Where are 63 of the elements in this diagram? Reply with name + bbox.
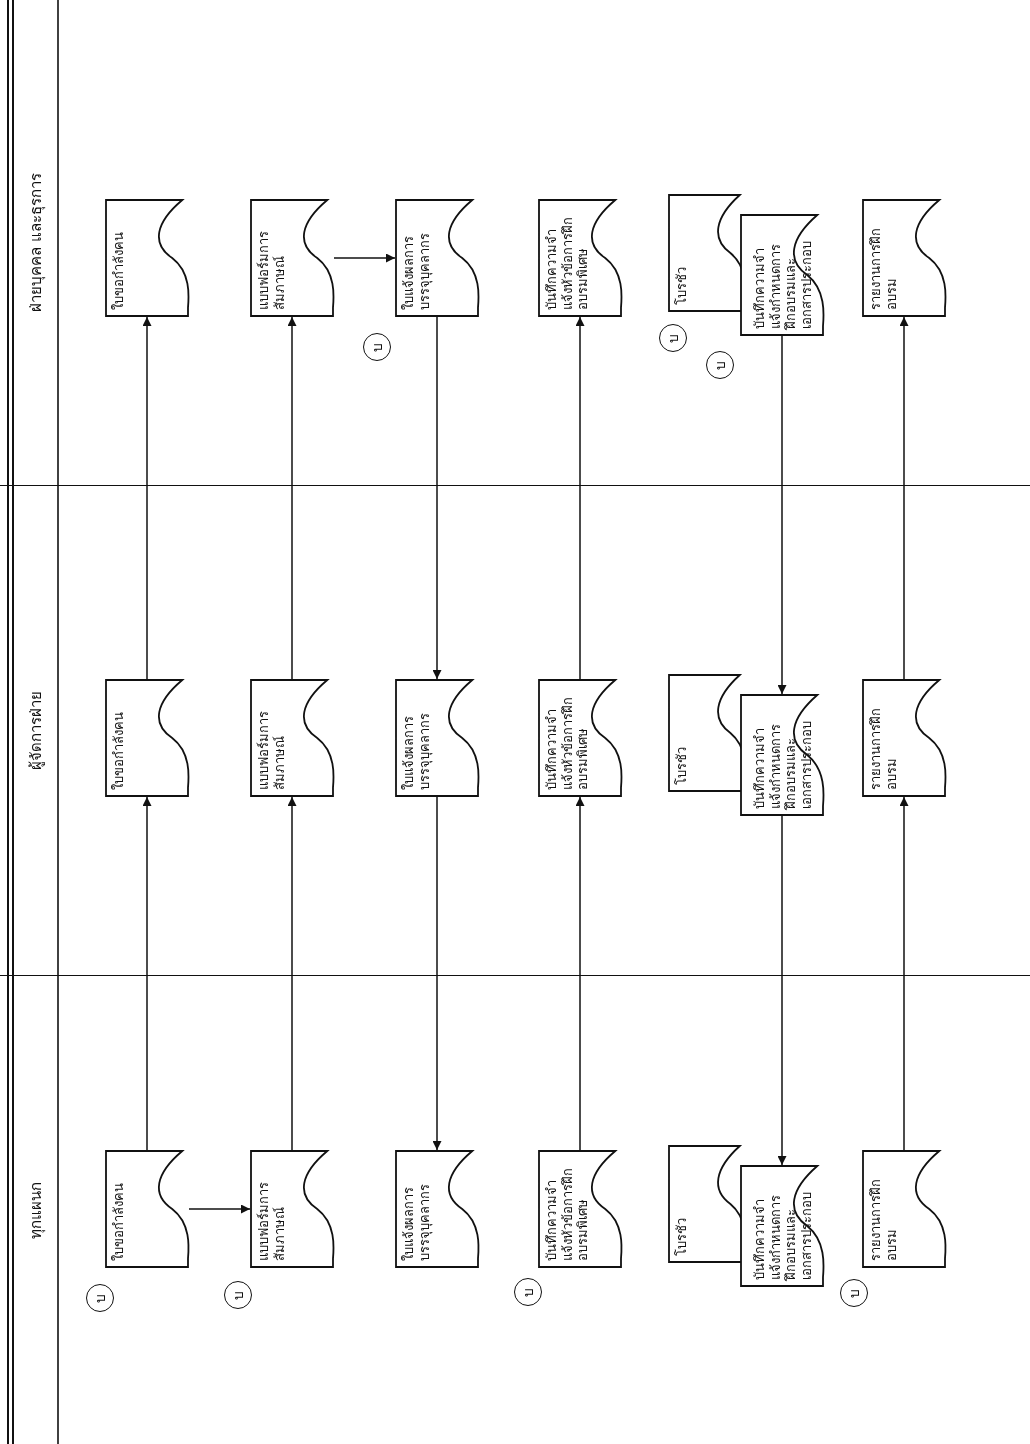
document-label: รายงานการฝึกอบรม bbox=[868, 227, 900, 310]
document-shape bbox=[538, 1150, 622, 1268]
document-label: รายงานการฝึกอบรม bbox=[868, 1178, 900, 1261]
document-label: ใบแจ้งผลการบรรจุบุคลากร bbox=[401, 1183, 433, 1261]
document-shape bbox=[395, 1150, 479, 1268]
document-label: โบรชัว bbox=[674, 1217, 690, 1256]
document-label: โบรชัว bbox=[674, 266, 690, 305]
connector-circle: บ bbox=[86, 1284, 114, 1312]
document-shape bbox=[862, 199, 946, 317]
document-label: บันทึกความจำแจ้งกำหนดการฝึกอบรมและเอกสารประกอบ bbox=[752, 720, 815, 809]
document-shape bbox=[250, 1150, 334, 1268]
arrow bbox=[432, 796, 442, 1151]
document-label: ใบขอกำลังคน bbox=[111, 231, 127, 310]
document-shape bbox=[740, 694, 824, 816]
arrow bbox=[142, 796, 152, 1151]
document-label: ใบขอกำลังคน bbox=[111, 711, 127, 790]
document-shape bbox=[862, 679, 946, 797]
arrow bbox=[333, 253, 396, 263]
arrow bbox=[575, 316, 585, 680]
connector-circle: บ bbox=[514, 1278, 542, 1306]
arrow bbox=[899, 796, 909, 1151]
document-shape bbox=[395, 199, 479, 317]
document-label: รายงานการฝึกอบรม bbox=[868, 707, 900, 790]
lane-header: ฝ่ายบุคคล และธุรการ bbox=[26, 173, 46, 312]
document-label: แบบฟอร์มการสัมภาษณ์ bbox=[256, 1181, 288, 1261]
document-shape bbox=[538, 679, 622, 797]
document-shape bbox=[105, 199, 189, 317]
connector-circle: บ bbox=[659, 324, 687, 352]
document-shape bbox=[538, 199, 622, 317]
arrow bbox=[899, 316, 909, 680]
arrow bbox=[287, 796, 297, 1151]
document-label: บันทึกความจำแจ้งกำหนดการฝึกอบรมและเอกสารประกอบ bbox=[752, 240, 815, 329]
arrow bbox=[432, 316, 442, 680]
document-shape bbox=[250, 199, 334, 317]
document-label: แบบฟอร์มการสัมภาษณ์ bbox=[256, 710, 288, 790]
arrow bbox=[188, 1204, 251, 1214]
document-label: บันทึกความจำแจ้งหัวข้อการฝึกอบรมพิเศษ bbox=[544, 696, 591, 790]
connector-circle: บ bbox=[840, 1279, 868, 1307]
document-label: โบรชัว bbox=[674, 746, 690, 785]
document-shape bbox=[105, 1150, 189, 1268]
connector-circle: บ bbox=[224, 1281, 252, 1309]
document-shape bbox=[395, 679, 479, 797]
document-label: ใบขอกำลังคน bbox=[111, 1182, 127, 1261]
connector-circle: บ bbox=[363, 333, 391, 361]
arrow bbox=[575, 796, 585, 1151]
document-label: ใบแจ้งผลการบรรจุบุคลากร bbox=[401, 712, 433, 790]
arrow bbox=[777, 815, 787, 1166]
lane-header: ผู้จัดการฝ่าย bbox=[26, 691, 46, 770]
document-shape bbox=[740, 214, 824, 336]
document-label: บันทึกความจำแจ้งหัวข้อการฝึกอบรมพิเศษ bbox=[544, 216, 591, 310]
connector-circle: บ bbox=[706, 351, 734, 379]
arrow bbox=[287, 316, 297, 680]
document-shape bbox=[740, 1165, 824, 1287]
lane-header: ทุกแผนก bbox=[26, 1181, 46, 1239]
arrow bbox=[777, 335, 787, 695]
arrow bbox=[142, 316, 152, 680]
document-label: บันทึกความจำแจ้งกำหนดการฝึกอบรมและเอกสารประกอบ bbox=[752, 1191, 815, 1280]
document-shape bbox=[105, 679, 189, 797]
document-label: บันทึกความจำแจ้งหัวข้อการฝึกอบรมพิเศษ bbox=[544, 1167, 591, 1261]
document-label: ใบแจ้งผลการบรรจุบุคลากร bbox=[401, 232, 433, 310]
document-shape bbox=[862, 1150, 946, 1268]
document-label: แบบฟอร์มการสัมภาษณ์ bbox=[256, 230, 288, 310]
document-shape bbox=[250, 679, 334, 797]
